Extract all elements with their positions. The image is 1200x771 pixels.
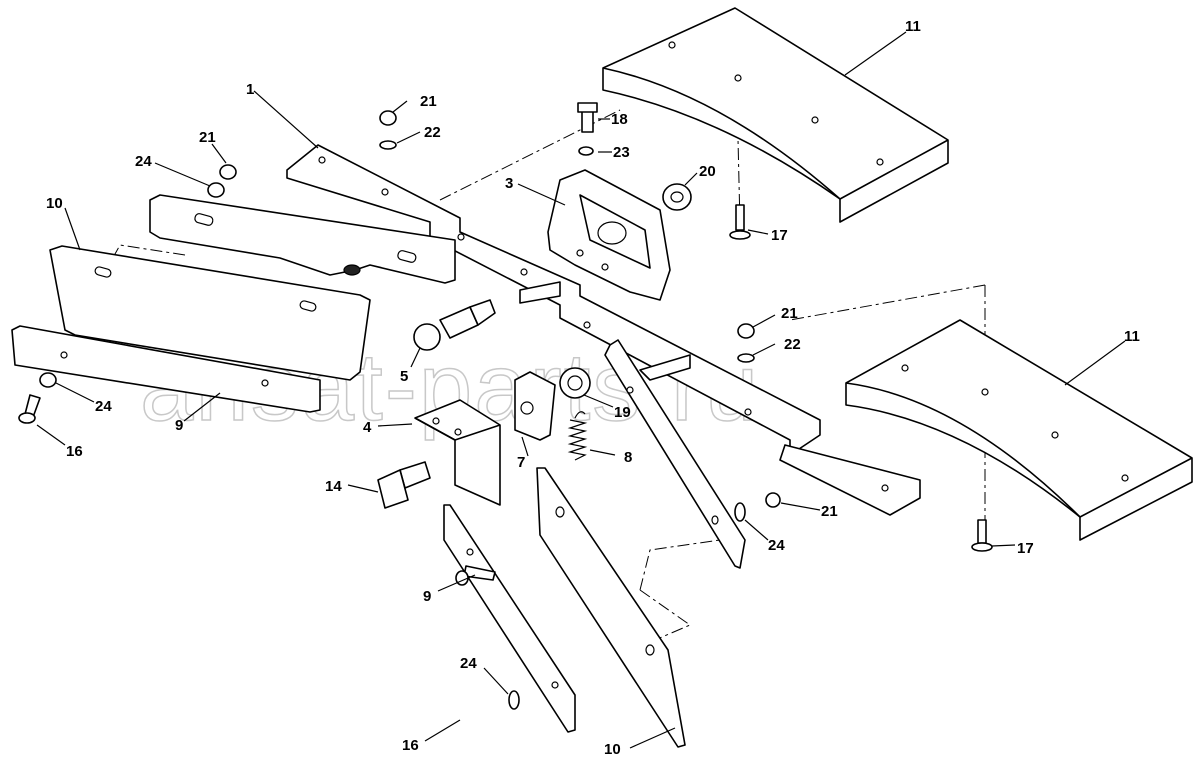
- part-14-bolt: [377, 461, 431, 509]
- callout-9-a: 9: [175, 417, 183, 434]
- callout-24-c: 24: [95, 398, 112, 415]
- part-9-strip-lower: [443, 504, 576, 733]
- callout-22-a: 22: [424, 124, 441, 141]
- part-9-strip-left: [11, 325, 321, 413]
- callout-19: 19: [614, 404, 631, 421]
- part-1-frame: [286, 144, 921, 516]
- part-side-arm: [604, 339, 746, 569]
- callout-17-b: 17: [1017, 540, 1034, 557]
- callout-labels: 1 21 22 21 24 10 18 23 3 20 11 17 21 22 …: [46, 18, 1140, 758]
- part-8-spring: [567, 411, 588, 461]
- callout-22-b: 22: [784, 336, 801, 353]
- callout-4: 4: [363, 419, 372, 436]
- callout-24-a: 24: [135, 153, 152, 170]
- part-7-block: [514, 371, 556, 441]
- callout-10-a: 10: [46, 195, 63, 212]
- part-10-plate-left: [49, 245, 371, 381]
- callout-18: 18: [611, 111, 628, 128]
- callout-9-b: 9: [423, 588, 431, 605]
- callout-11-b: 11: [1124, 328, 1140, 345]
- callout-21-b: 21: [199, 129, 216, 146]
- callout-23: 23: [613, 144, 630, 161]
- part-11-pad-upper: [602, 7, 949, 223]
- callout-5: 5: [400, 368, 408, 385]
- callout-21-a: 21: [420, 93, 437, 110]
- part-3-tow-bracket: [547, 169, 671, 301]
- callout-7: 7: [517, 454, 525, 471]
- part-4-bracket: [414, 399, 501, 506]
- part-11-pad-lower: [845, 319, 1193, 541]
- callout-3: 3: [505, 175, 513, 192]
- leader-lines: [36, 31, 1126, 749]
- callout-8: 8: [624, 449, 632, 466]
- fasteners: [18, 102, 993, 710]
- callout-21-c: 21: [781, 305, 798, 322]
- callout-17-a: 17: [771, 227, 788, 244]
- callout-16-b: 16: [402, 737, 419, 754]
- callout-24-b: 24: [768, 537, 785, 554]
- callout-24-d: 24: [460, 655, 477, 672]
- part-5-ball-hitch: [413, 299, 496, 351]
- part-19-nut: [559, 367, 591, 399]
- callout-16-a: 16: [66, 443, 83, 460]
- part-20-nut: [662, 183, 692, 211]
- callout-20: 20: [699, 163, 716, 180]
- callout-1: 1: [246, 81, 254, 98]
- callout-14: 14: [325, 478, 342, 495]
- callout-21-d: 21: [821, 503, 838, 520]
- callout-11-a: 11: [905, 18, 921, 35]
- part-10-plate-upper: [149, 194, 456, 284]
- callout-10-b: 10: [604, 741, 621, 758]
- part-10-plate-lower: [536, 467, 686, 748]
